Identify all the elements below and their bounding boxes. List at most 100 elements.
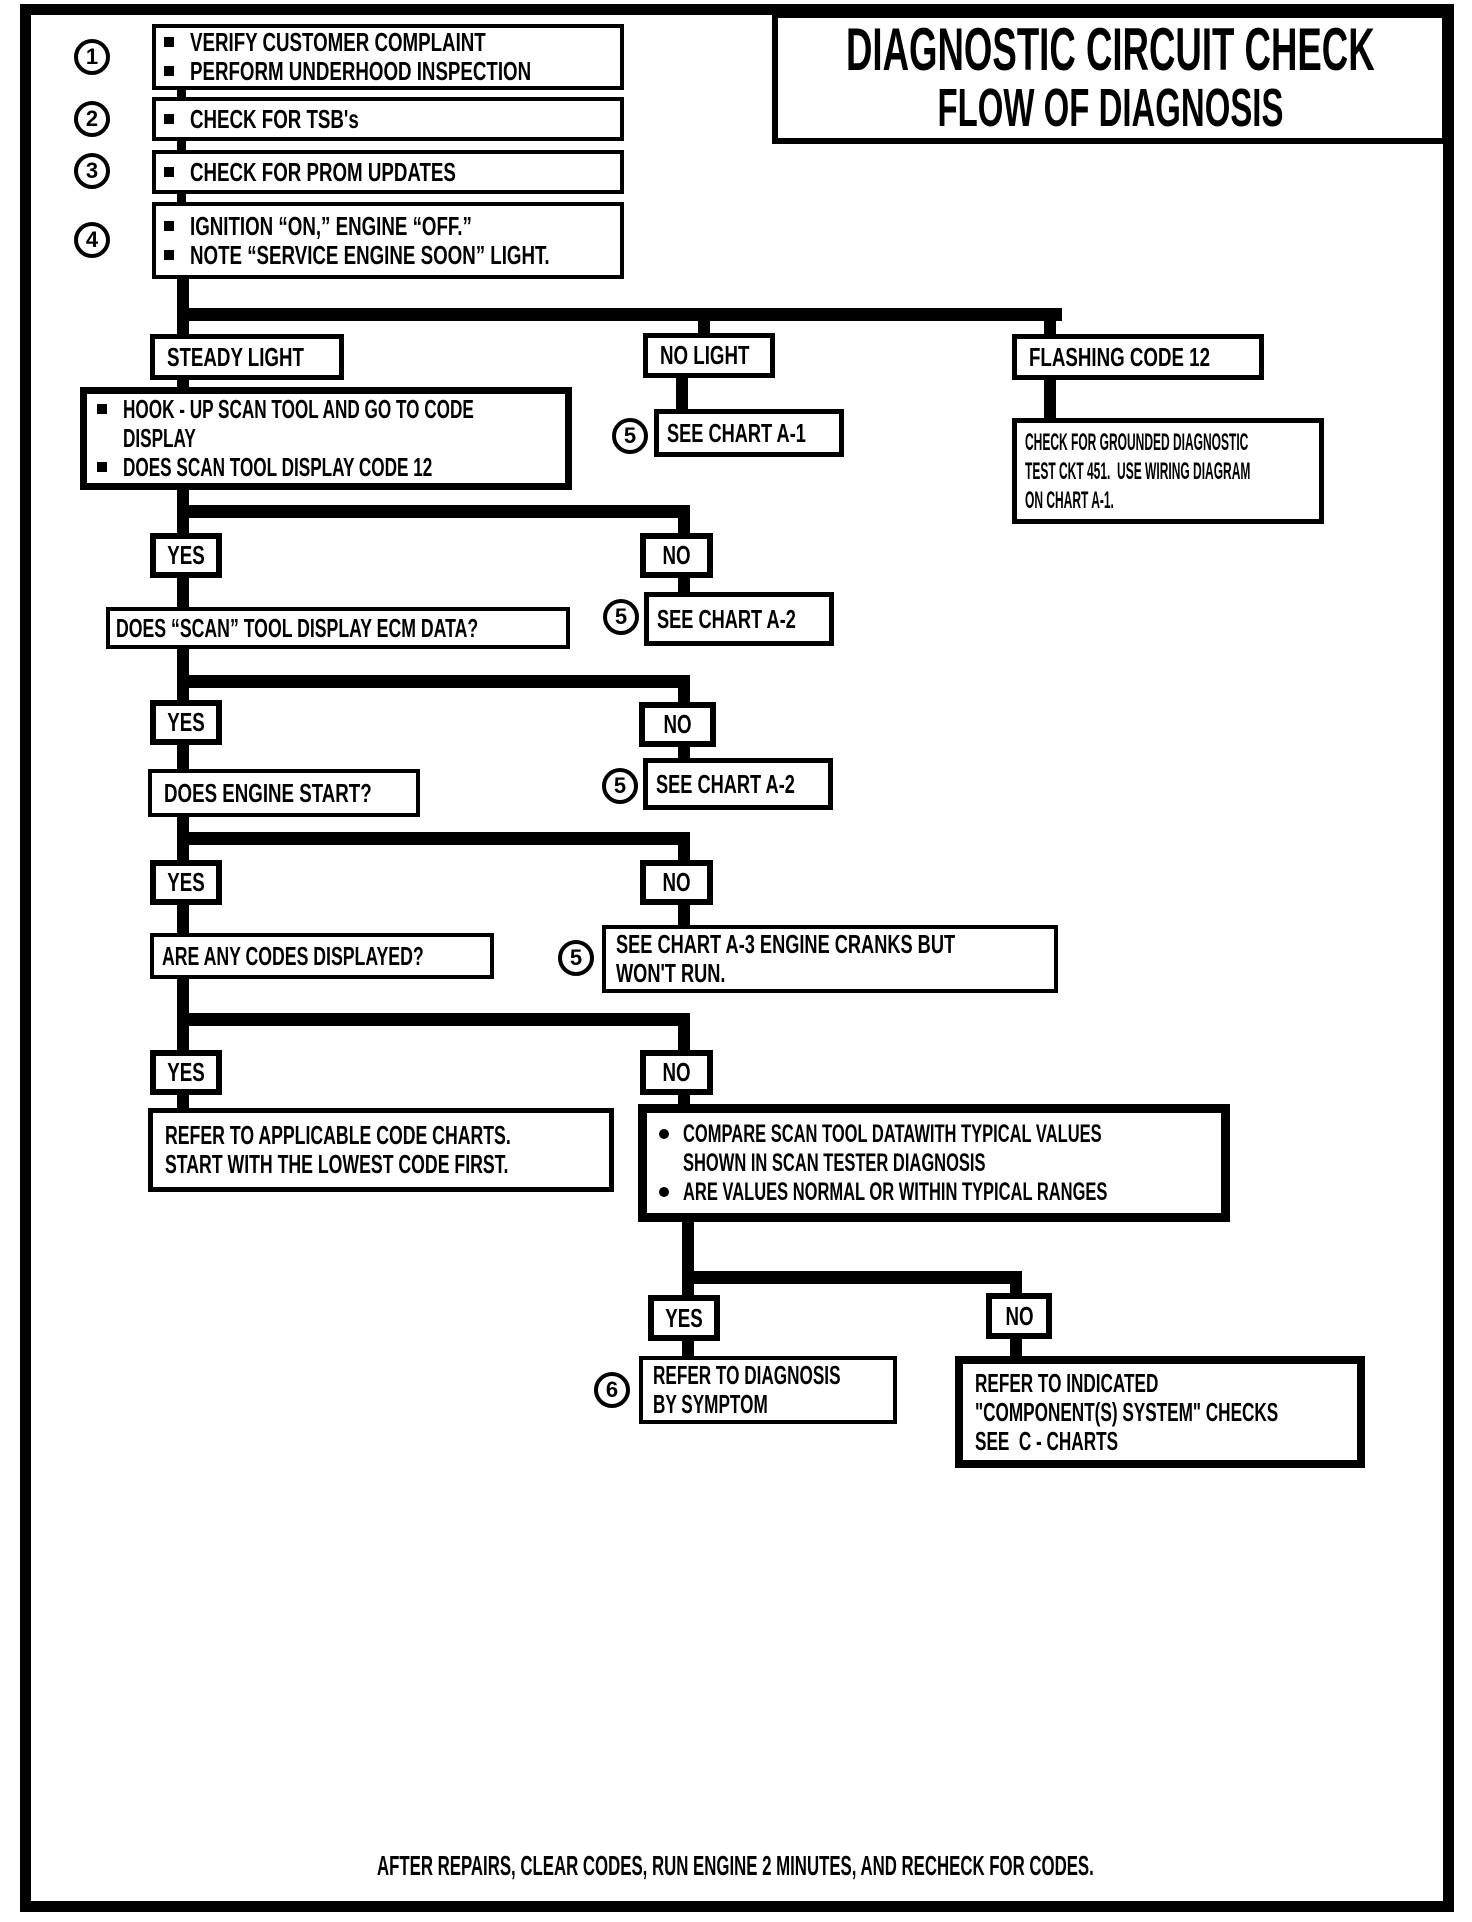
- bullet-icon: [164, 37, 174, 47]
- connector-line: [698, 321, 710, 333]
- branch-flashing-code-12: FLASHING CODE 12: [1012, 334, 1264, 380]
- yes-label: YES: [665, 1302, 703, 1333]
- connector-line: [177, 192, 186, 202]
- connector-line: [177, 817, 189, 832]
- branch-label: FLASHING CODE 12: [1029, 341, 1210, 372]
- connector-line: [177, 518, 189, 533]
- ref-number-badge: 5: [612, 418, 648, 454]
- connector-line: [177, 845, 189, 860]
- connector-line: [676, 378, 688, 409]
- branch-no-light: NO LIGHT: [643, 333, 775, 378]
- see-chart-label: SEE CHART A-1: [667, 417, 806, 448]
- yes-box: YES: [150, 533, 222, 578]
- connector-line: [678, 518, 690, 533]
- yes-box: YES: [150, 860, 222, 905]
- refer-symptom-text: REFER TO DIAGNOSIS BY SYMPTOM: [653, 1360, 841, 1419]
- connector-line: [678, 1026, 690, 1050]
- no-label: NO: [662, 540, 691, 570]
- connector-line: [678, 747, 690, 758]
- codes-displayed-question-box: ARE ANY CODES DISPLAYED?: [150, 933, 494, 979]
- no-box: NO: [640, 860, 713, 905]
- step-text: NOTE “SERVICE ENGINE SOON” LIGHT.: [190, 239, 550, 270]
- connector-line: [1010, 1339, 1022, 1356]
- connector-line: [1044, 380, 1056, 418]
- connector-line: [177, 1026, 189, 1050]
- no-box: NO: [639, 702, 716, 747]
- see-chart-label: SEE CHART A-2: [656, 768, 795, 799]
- compare-text: COMPARE SCAN TOOL DATAWITH TYPICAL VALUE…: [683, 1119, 1102, 1177]
- connector-line: [177, 745, 189, 769]
- see-chart-a3-box: SEE CHART A-3 ENGINE CRANKS BUT WON'T RU…: [602, 925, 1058, 993]
- page-border-frame: [20, 4, 1454, 1912]
- branch-steady-light: STEADY LIGHT: [150, 334, 344, 380]
- branch-line: [177, 308, 1062, 321]
- bullet-icon: [164, 166, 174, 177]
- hookup-text: HOOK - UP SCAN TOOL AND GO TO CODE DISPL…: [123, 394, 474, 453]
- refer-component-text: REFER TO INDICATED "COMPONENT(S) SYSTEM"…: [975, 1367, 1279, 1456]
- step-number-badge: 4: [74, 222, 110, 258]
- step-text: VERIFY CUSTOMER COMPLAINT: [190, 27, 486, 57]
- page-title: DIAGNOSTIC CIRCUIT CHECK: [845, 16, 1375, 83]
- connector-line: [177, 578, 189, 607]
- see-chart-a1-box: SEE CHART A-1: [654, 409, 844, 457]
- yes-label: YES: [167, 867, 205, 897]
- grounded-diagnostic-box: CHECK FOR GROUNDED DIAGNOSTIC TEST CKT 4…: [1012, 418, 1324, 524]
- connector-line: [177, 490, 189, 505]
- step-text: CHECK FOR TSB's: [190, 103, 359, 134]
- question-text: DOES ENGINE START?: [164, 777, 372, 808]
- yes-box: YES: [648, 1295, 720, 1341]
- no-box: NO: [986, 1293, 1052, 1339]
- connector-line: [682, 1284, 694, 1295]
- ref-number-badge: 6: [594, 1372, 630, 1408]
- see-chart-label: SEE CHART A-3 ENGINE CRANKS BUT WON'T RU…: [616, 929, 956, 988]
- connector-line: [678, 1095, 690, 1104]
- step-box-4: IGNITION “ON,” ENGINE “OFF.” NOTE “SERVI…: [152, 202, 624, 279]
- branch-line: [177, 1013, 690, 1026]
- see-chart-a2-box: SEE CHART A-2: [643, 758, 833, 810]
- connector-line: [1010, 1284, 1022, 1293]
- bullet-icon: [164, 66, 174, 76]
- compare-text: ARE VALUES NORMAL OR WITHIN TYPICAL RANG…: [683, 1177, 1108, 1206]
- connector-line: [678, 688, 690, 702]
- connector-line: [177, 321, 189, 334]
- bullet-icon: [659, 1128, 669, 1139]
- no-label: NO: [662, 1057, 691, 1087]
- bullet-icon: [97, 404, 107, 414]
- no-box: NO: [640, 1050, 713, 1095]
- bullet-icon: [164, 113, 174, 124]
- connector-line: [177, 688, 189, 700]
- connector-line: [177, 905, 189, 933]
- ref-number-badge: 5: [603, 599, 639, 635]
- branch-line: [177, 675, 690, 688]
- step-number-badge: 1: [74, 39, 110, 75]
- hookup-scan-tool-box: HOOK - UP SCAN TOOL AND GO TO CODE DISPL…: [80, 387, 572, 490]
- branch-line: [682, 1271, 1022, 1284]
- refer-code-charts-text: REFER TO APPLICABLE CODE CHARTS. START W…: [165, 1120, 511, 1179]
- question-text: DOES “SCAN” TOOL DISPLAY ECM DATA?: [116, 612, 479, 643]
- ref-number-badge: 5: [558, 940, 594, 976]
- footer-note: AFTER REPAIRS, CLEAR CODES, RUN ENGINE 2…: [376, 1850, 1094, 1881]
- step-text: CHECK FOR PROM UPDATES: [190, 156, 456, 187]
- connector-line: [678, 845, 690, 860]
- ref-number-badge: 5: [602, 768, 638, 804]
- connector-line: [177, 279, 189, 308]
- refer-symptom-box: REFER TO DIAGNOSIS BY SYMPTOM: [639, 1356, 897, 1424]
- connector-line: [177, 380, 189, 387]
- yes-label: YES: [167, 540, 205, 570]
- see-chart-label: SEE CHART A-2: [657, 603, 796, 634]
- grounded-note-text: CHECK FOR GROUNDED DIAGNOSTIC TEST CKT 4…: [1025, 428, 1251, 514]
- no-label: NO: [662, 867, 691, 897]
- bullet-icon: [97, 462, 107, 472]
- branch-label: STEADY LIGHT: [167, 341, 304, 372]
- page-subtitle: FLOW OF DIAGNOSIS: [937, 78, 1283, 138]
- step-text: IGNITION “ON,” ENGINE “OFF.”: [190, 210, 472, 241]
- bullet-icon: [164, 249, 174, 260]
- no-label: NO: [1004, 1300, 1034, 1331]
- branch-line: [177, 832, 690, 845]
- connector-line: [678, 578, 690, 592]
- step-box-2: CHECK FOR TSB's: [152, 97, 624, 141]
- connector-line: [1044, 321, 1056, 334]
- question-text: ARE ANY CODES DISPLAYED?: [162, 940, 424, 971]
- title-box: DIAGNOSTIC CIRCUIT CHECK FLOW OF DIAGNOS…: [772, 12, 1448, 144]
